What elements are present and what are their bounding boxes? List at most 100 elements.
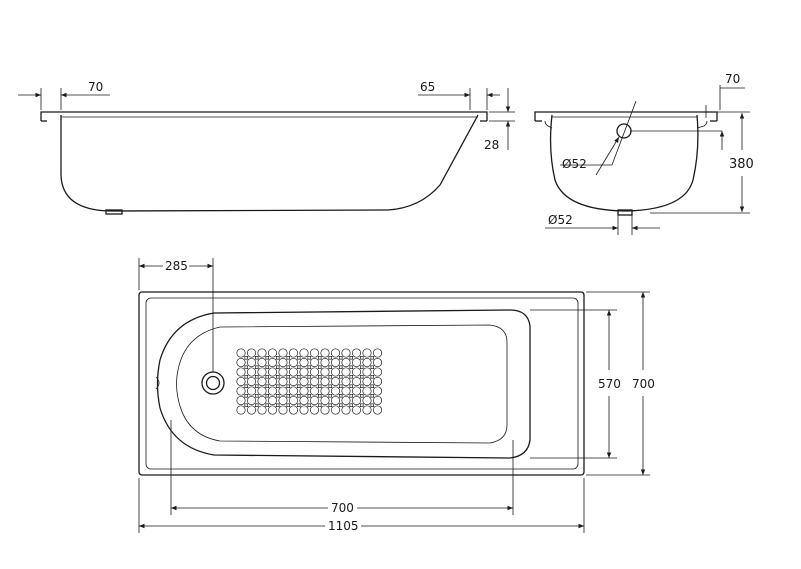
mat-dot [318,365,322,370]
mat-cell [330,386,341,396]
mat-cell [288,357,299,368]
mat-cell [288,395,299,406]
mat-cell [267,357,278,368]
mat-dot [328,365,333,370]
mat-cell [267,386,278,396]
mat-cell [372,386,383,396]
drain-inner-circle [205,375,221,391]
end-view-body [549,114,699,212]
end-view: Ø52 70 380 Ø52 [534,72,754,235]
mat-cell [278,386,288,396]
mat-cell [236,376,246,387]
mat-dot [307,356,312,360]
mat-cell [362,376,372,387]
mat-cell [267,405,278,415]
mat-dot [360,403,364,408]
drain-outer-circle [201,371,225,395]
mat-cell [341,367,351,377]
mat-cell [267,395,278,406]
top-view-outer-rim [138,291,585,476]
mat-dot [307,365,312,370]
mat-cell [299,367,309,377]
mat-dot [255,375,259,379]
mat-cell [288,367,299,377]
mat-dot [244,356,249,360]
mat-cell [299,376,309,387]
mat-cell [362,357,372,368]
mat-dot [297,356,301,360]
mat-cell [309,367,320,377]
mat-dot [255,356,259,360]
mat-cell [246,395,257,406]
mat-cell [351,405,362,415]
mat-dot [307,384,312,389]
mat-cell [236,348,246,358]
mat-cell [320,376,330,387]
end-view-drain-foot [617,209,633,216]
mat-dot [255,403,259,408]
end-view-rim [534,111,718,121]
mat-cell [372,367,383,377]
mat-dot [349,403,354,408]
mat-dot [328,403,333,408]
mat-cell [372,376,383,387]
top-view: 285 570 700 700 1105 [138,258,655,533]
mat-cell [299,395,309,406]
mat-dot [318,384,322,389]
mat-cell [288,348,299,358]
anti-slip-mat [236,348,383,415]
mat-cell [309,357,320,368]
mat-cell [341,405,351,415]
side-view-drain-foot [105,209,123,215]
mat-dot [297,384,301,389]
mat-dot [255,394,259,398]
dim-end-rim: 70 [725,72,740,86]
mat-cell [309,376,320,387]
mat-dot [244,403,249,408]
mat-cell [236,386,246,396]
mat-cell [309,386,320,396]
mat-cell [341,376,351,387]
mat-dot [265,403,270,408]
mat-dot [244,375,249,379]
mat-cell [372,395,383,406]
mat-cell [267,367,278,377]
mat-cell [257,395,267,406]
mat-cell [320,348,330,358]
mat-cell [330,348,341,358]
mat-cell [246,348,257,358]
mat-cell [362,348,372,358]
mat-cell [372,357,383,368]
mat-cell [320,357,330,368]
mat-dot [370,403,375,408]
mat-cell [246,386,257,396]
mat-dot [318,356,322,360]
mat-dot [370,384,375,389]
mat-dot [265,356,270,360]
mat-cell [236,395,246,406]
mat-cell [341,395,351,406]
mat-cell [320,367,330,377]
mat-cell [362,367,372,377]
mat-dot [339,375,343,379]
mat-cell [330,376,341,387]
mat-cell [236,367,246,377]
mat-dot [276,403,280,408]
mat-cell [299,357,309,368]
mat-cell [236,357,246,368]
mat-dot [286,365,291,370]
mat-dot [297,394,301,398]
mat-dot [286,356,291,360]
mat-cell [351,357,362,368]
mat-cell [309,395,320,406]
mat-dot [370,375,375,379]
mat-dot [307,403,312,408]
mat-dot [286,375,291,379]
mat-dot [276,375,280,379]
mat-dot [328,384,333,389]
mat-cell [320,405,330,415]
mat-cell [341,357,351,368]
mat-dot [265,375,270,379]
dim-depth: 380 [729,157,754,172]
